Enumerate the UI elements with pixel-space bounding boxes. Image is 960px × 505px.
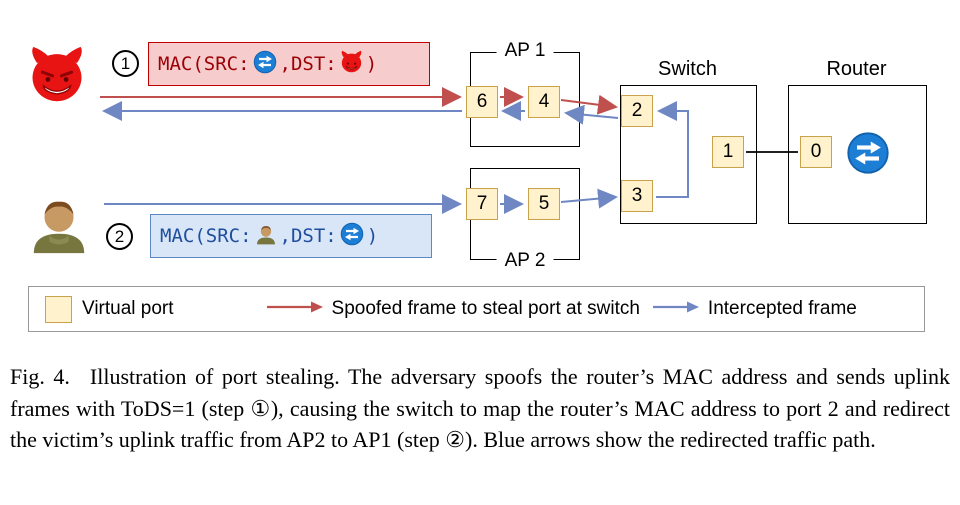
virtual-port-swatch (45, 295, 72, 323)
legend-spoofed-label: Spoofed frame to steal port at switch (331, 298, 640, 319)
spoofed-frame-text-pre: MAC(SRC: (158, 53, 250, 75)
port-0: 0 (800, 136, 832, 168)
step-1-badge: 1 (112, 50, 139, 77)
port-6-number: 6 (476, 91, 488, 112)
port-5: 5 (528, 188, 560, 220)
figure-caption-text: Illustration of port stealing. The adver… (10, 364, 950, 452)
port-4-number: 4 (538, 91, 550, 112)
port-3: 3 (621, 180, 653, 212)
port-1-number: 1 (722, 141, 734, 162)
figure-caption: Fig. 4.Illustration of port stealing. Th… (10, 361, 950, 456)
legend: Virtual port Spoofed frame to steal port… (28, 286, 925, 332)
intercepted-arrow-icon (652, 298, 700, 320)
devil-icon (340, 50, 363, 78)
port-5-number: 5 (538, 193, 550, 214)
router-icon (340, 222, 364, 251)
ap1-box: AP 1 (470, 40, 580, 147)
figure-number: Fig. 4. (10, 364, 70, 389)
router-box (788, 85, 927, 224)
port-2: 2 (621, 95, 653, 127)
switch-label: Switch (658, 58, 717, 80)
router-icon (846, 131, 890, 180)
switch-box (620, 85, 757, 224)
port-7-number: 7 (476, 193, 488, 214)
port-0-number: 0 (810, 141, 822, 162)
legend-virtual-port-label: Virtual port (82, 298, 174, 319)
spoofed-frame-text-post: ) (365, 53, 378, 75)
ap1-label: AP 1 (496, 40, 554, 62)
step-2-number: 2 (114, 226, 125, 246)
person-icon (255, 223, 277, 250)
legend-intercepted-label: Intercepted frame (707, 298, 857, 319)
devil-icon (28, 44, 86, 104)
ap2-label: AP 2 (496, 250, 554, 272)
port-3-number: 3 (631, 185, 643, 206)
router-label: Router (826, 58, 887, 80)
port-7: 7 (466, 188, 498, 220)
intercepted-frame-text-post: ) (366, 225, 379, 247)
router-icon (253, 50, 277, 79)
intercepted-frame-text-pre: MAC(SRC: (160, 225, 252, 247)
person-icon (28, 192, 90, 256)
step-2-badge: 2 (106, 223, 133, 250)
intercepted-frame-text-mid: ,DST: (279, 225, 337, 247)
spoofed-frame-text-mid: ,DST: (279, 53, 337, 75)
port-4: 4 (528, 86, 560, 118)
spoofed-frame-label: MAC(SRC: ,DST: ) (148, 42, 430, 86)
ap2-box: AP 2 (470, 168, 580, 272)
step-1-number: 1 (120, 53, 131, 73)
port-2-number: 2 (631, 100, 643, 121)
intercepted-frame-label: MAC(SRC: ,DST: ) (150, 214, 432, 258)
port-1: 1 (712, 136, 744, 168)
port-6: 6 (466, 86, 498, 118)
spoofed-arrow-icon (266, 298, 324, 320)
